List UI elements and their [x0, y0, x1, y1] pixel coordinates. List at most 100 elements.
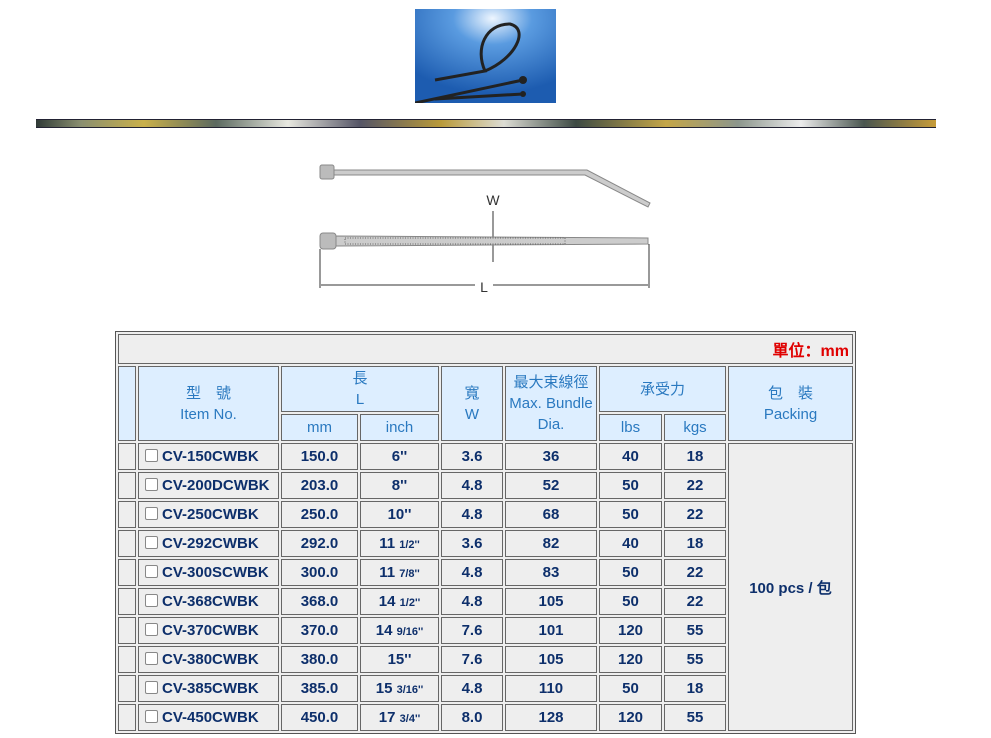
- select-checkbox[interactable]: [145, 623, 158, 636]
- table-row: CV-370CWBK 370.0 14 9/16'' 7.6 101 120 5…: [118, 617, 853, 644]
- item-cell: CV-370CWBK: [138, 617, 279, 644]
- select-checkbox[interactable]: [145, 449, 158, 462]
- inch-cell: 10'': [360, 501, 439, 528]
- lbs-cell: 50: [599, 501, 662, 528]
- lbs-cell: 50: [599, 675, 662, 702]
- width-cell: 7.6: [441, 617, 503, 644]
- inch-cell: 14 1/2'': [360, 588, 439, 615]
- kgs-cell: 22: [664, 588, 726, 615]
- dia-cell: 83: [505, 559, 597, 586]
- item-cell: CV-450CWBK: [138, 704, 279, 731]
- mm-cell: 368.0: [281, 588, 358, 615]
- kgs-cell: 55: [664, 617, 726, 644]
- header-mm: mm: [281, 414, 358, 441]
- table-row: CV-300SCWBK 300.0 11 7/8'' 4.8 83 50 22: [118, 559, 853, 586]
- select-checkbox[interactable]: [145, 565, 158, 578]
- item-cell: CV-300SCWBK: [138, 559, 279, 586]
- select-checkbox[interactable]: [145, 594, 158, 607]
- header-lbs: lbs: [599, 414, 662, 441]
- item-cell: CV-200DCWBK: [138, 472, 279, 499]
- inch-cell: 6'': [360, 443, 439, 470]
- mm-cell: 450.0: [281, 704, 358, 731]
- mm-cell: 370.0: [281, 617, 358, 644]
- inch-cell: 14 9/16'': [360, 617, 439, 644]
- dia-cell: 36: [505, 443, 597, 470]
- item-cell: CV-368CWBK: [138, 588, 279, 615]
- table-row: CV-450CWBK 450.0 17 3/4'' 8.0 128 120 55: [118, 704, 853, 731]
- item-cell: CV-385CWBK: [138, 675, 279, 702]
- lbs-cell: 120: [599, 646, 662, 673]
- header-inch: inch: [360, 414, 439, 441]
- kgs-cell: 22: [664, 559, 726, 586]
- inch-cell: 11 7/8'': [360, 559, 439, 586]
- width-cell: 3.6: [441, 443, 503, 470]
- item-cell: CV-250CWBK: [138, 501, 279, 528]
- inch-cell: 17 3/4'': [360, 704, 439, 731]
- item-cell: CV-150CWBK: [138, 443, 279, 470]
- inch-cell: 11 1/2'': [360, 530, 439, 557]
- mm-cell: 292.0: [281, 530, 358, 557]
- lbs-cell: 40: [599, 530, 662, 557]
- dia-cell: 101: [505, 617, 597, 644]
- width-cell: 4.8: [441, 472, 503, 499]
- mm-cell: 150.0: [281, 443, 358, 470]
- table-row: CV-200DCWBK 203.0 8'' 4.8 52 50 22: [118, 472, 853, 499]
- item-cell: CV-292CWBK: [138, 530, 279, 557]
- dia-cell: 82: [505, 530, 597, 557]
- dia-cell: 52: [505, 472, 597, 499]
- kgs-cell: 18: [664, 675, 726, 702]
- lbs-cell: 50: [599, 472, 662, 499]
- cable-tie-photo: [415, 9, 556, 103]
- decorative-divider: [36, 119, 936, 128]
- cable-tie-diagram: W L: [319, 164, 651, 295]
- lbs-cell: 120: [599, 617, 662, 644]
- table-row: CV-292CWBK 292.0 11 1/2'' 3.6 82 40 18: [118, 530, 853, 557]
- width-cell: 4.8: [441, 501, 503, 528]
- kgs-cell: 55: [664, 646, 726, 673]
- lbs-cell: 40: [599, 443, 662, 470]
- dia-cell: 68: [505, 501, 597, 528]
- table-row: CV-385CWBK 385.0 15 3/16'' 4.8 110 50 18: [118, 675, 853, 702]
- dia-cell: 128: [505, 704, 597, 731]
- select-checkbox[interactable]: [145, 652, 158, 665]
- mm-cell: 300.0: [281, 559, 358, 586]
- width-cell: 8.0: [441, 704, 503, 731]
- mm-cell: 250.0: [281, 501, 358, 528]
- select-checkbox[interactable]: [145, 710, 158, 723]
- select-checkbox[interactable]: [145, 478, 158, 491]
- unit-label: 單位：mm: [118, 334, 853, 364]
- lbs-cell: 50: [599, 588, 662, 615]
- inch-cell: 15'': [360, 646, 439, 673]
- dia-cell: 110: [505, 675, 597, 702]
- item-cell: CV-380CWBK: [138, 646, 279, 673]
- select-checkbox[interactable]: [145, 536, 158, 549]
- kgs-cell: 18: [664, 443, 726, 470]
- packing-cell: 100 pcs / 包: [728, 443, 853, 731]
- inch-cell: 8'': [360, 472, 439, 499]
- width-cell: 3.6: [441, 530, 503, 557]
- mm-cell: 380.0: [281, 646, 358, 673]
- table-row: CV-380CWBK 380.0 15'' 7.6 105 120 55: [118, 646, 853, 673]
- dia-cell: 105: [505, 646, 597, 673]
- select-checkbox[interactable]: [145, 681, 158, 694]
- select-checkbox[interactable]: [145, 507, 158, 520]
- table-row: CV-368CWBK 368.0 14 1/2'' 4.8 105 50 22: [118, 588, 853, 615]
- table-row: CV-250CWBK 250.0 10'' 4.8 68 50 22: [118, 501, 853, 528]
- lbs-cell: 120: [599, 704, 662, 731]
- header-load: 承受力: [599, 366, 726, 412]
- header-kgs: kgs: [664, 414, 726, 441]
- width-cell: 4.8: [441, 559, 503, 586]
- w-label: W: [486, 192, 500, 208]
- kgs-cell: 22: [664, 472, 726, 499]
- mm-cell: 203.0: [281, 472, 358, 499]
- width-cell: 4.8: [441, 675, 503, 702]
- kgs-cell: 18: [664, 530, 726, 557]
- width-cell: 4.8: [441, 588, 503, 615]
